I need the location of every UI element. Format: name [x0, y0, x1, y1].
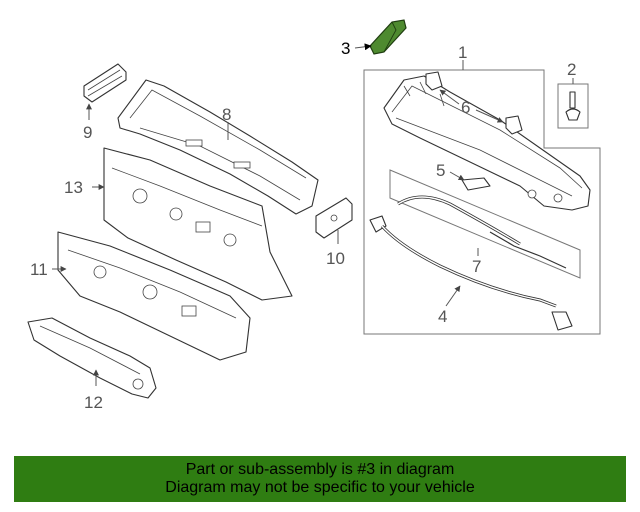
part-10-bracket[interactable] [315, 197, 353, 239]
part-9-bracket[interactable] [83, 63, 127, 103]
callout-6[interactable]: 6 [461, 98, 470, 117]
callout-4[interactable]: 4 [438, 307, 447, 326]
part-1-cowl-panel[interactable] [383, 75, 591, 211]
callout-8[interactable]: 8 [222, 105, 231, 124]
part-7-box [389, 169, 581, 279]
callout-2[interactable]: 2 [567, 60, 576, 79]
callout-7[interactable]: 7 [472, 257, 481, 276]
callout-11[interactable]: 11 [30, 260, 48, 279]
callout-13[interactable]: 13 [64, 178, 83, 197]
info-banner: Part or sub-assembly is #3 in diagram Di… [14, 456, 626, 502]
banner-line-2: Diagram may not be specific to your vehi… [165, 479, 475, 496]
callout-1[interactable]: 1 [458, 43, 467, 62]
leader-3 [354, 43, 372, 51]
part-12-cross-member[interactable] [27, 317, 157, 399]
callout-12[interactable]: 12 [84, 393, 103, 412]
part-2-clip[interactable] [565, 91, 581, 121]
callout-5[interactable]: 5 [436, 161, 445, 180]
part-8-cowl-reinforcement[interactable] [117, 79, 319, 215]
callout-9[interactable]: 9 [83, 123, 92, 142]
part-3-bracket[interactable] [369, 19, 407, 55]
banner-line-1: Part or sub-assembly is #3 in diagram [185, 461, 455, 478]
callout-10[interactable]: 10 [326, 249, 345, 268]
part-4-hose[interactable] [369, 215, 573, 331]
callout-3[interactable]: 3 [341, 39, 350, 58]
part-13-dash-panel[interactable] [103, 147, 293, 301]
part-5-clip[interactable] [461, 177, 491, 191]
assembly-1-box [363, 69, 601, 335]
part-11-dash-lower[interactable] [57, 231, 251, 361]
part-6-nozzles[interactable] [425, 71, 523, 135]
part-7-hose[interactable] [397, 195, 567, 269]
